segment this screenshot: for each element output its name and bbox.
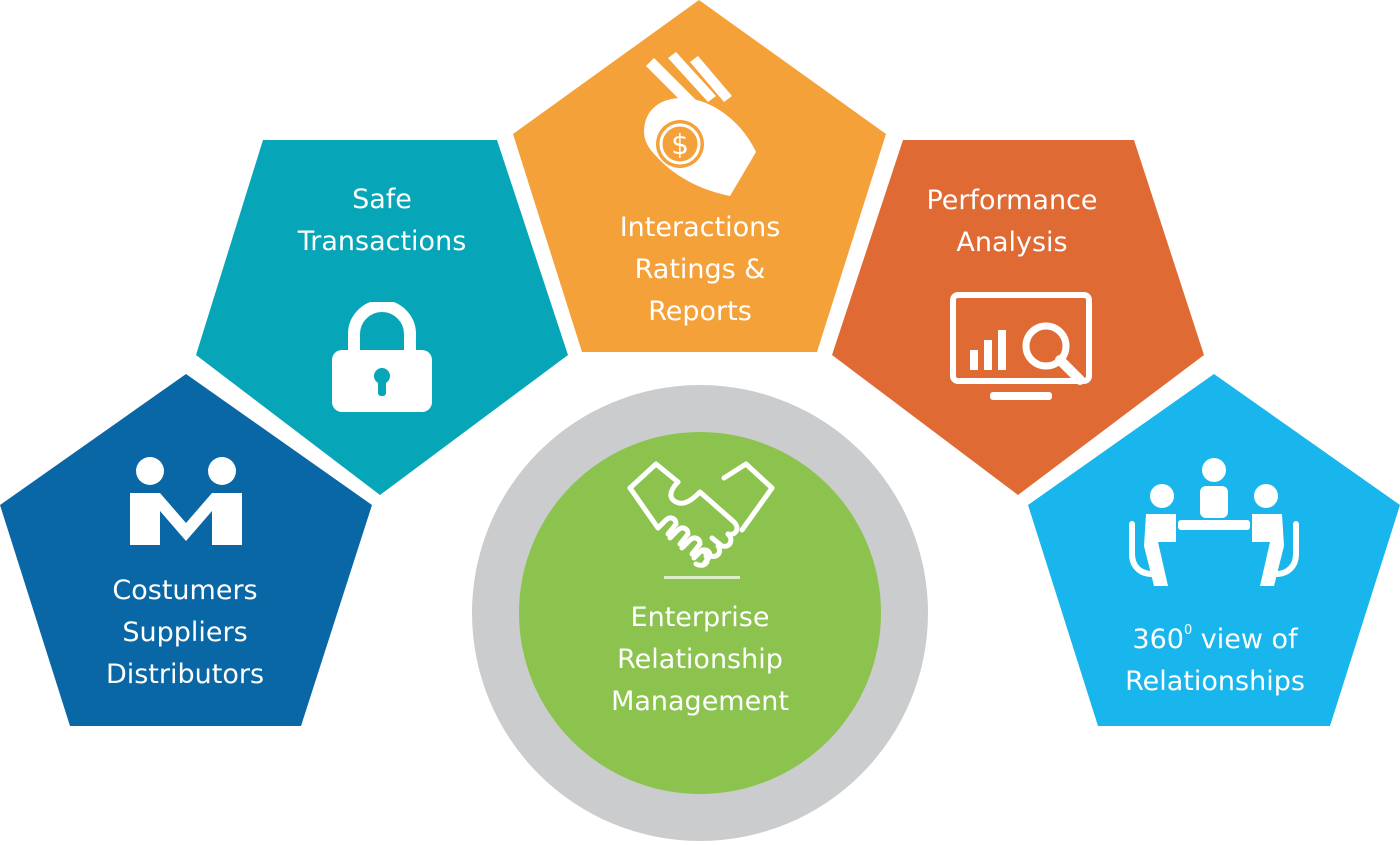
center-circle [519,432,881,794]
monitor-analytics-icon [950,292,1092,400]
handshake-icon [627,461,775,579]
label-relationships-line-2: Relationships [1125,666,1305,697]
label-performance-line-1: Performance [926,185,1098,216]
padlock-icon [332,302,432,412]
label-customers-line-3: Distributors [105,659,265,690]
pentagon-performance [832,140,1204,495]
label-customers-line-2: Suppliers [122,617,248,648]
hand-holding-coin-icon: $ [644,52,756,196]
label-relationships-line-1: 3600 view of [1090,610,1340,661]
label-relationships-number: 360 [1132,624,1184,655]
label-safe-line-1: Safe [352,184,412,215]
pentagon-customers [0,374,372,726]
label-interactions-line-1: Interactions [619,212,781,243]
label-performance-line-2: Analysis [956,227,1068,258]
label-center-line-2: Relationship [617,644,783,675]
label-center-line-3: Management [611,686,789,717]
pentagon-relationships [1028,374,1400,726]
label-performance: Performance Analysis [887,180,1137,264]
label-customers: Costumers Suppliers Distributors [60,570,310,696]
label-center-line-1: Enterprise [630,602,770,633]
label-relationships: 3600 view of Relationships [1090,610,1340,703]
label-customers-line-1: Costumers [112,575,258,606]
label-relationships-degree: 0 [1183,623,1193,638]
pentagon-safe [196,140,568,495]
label-interactions-line-2: Ratings & [634,254,766,285]
label-safe-line-2: Transactions [297,226,467,257]
label-interactions: Interactions Ratings & Reports [577,207,823,333]
label-safe: Safe Transactions [257,179,507,263]
label-interactions-line-3: Reports [648,296,752,327]
label-center: Enterprise Relationship Management [575,597,825,723]
people-connected-icon [130,457,242,545]
svg-text:$: $ [671,128,689,161]
meeting-table-icon [1129,458,1299,586]
label-relationships-rest: view of [1192,624,1298,655]
